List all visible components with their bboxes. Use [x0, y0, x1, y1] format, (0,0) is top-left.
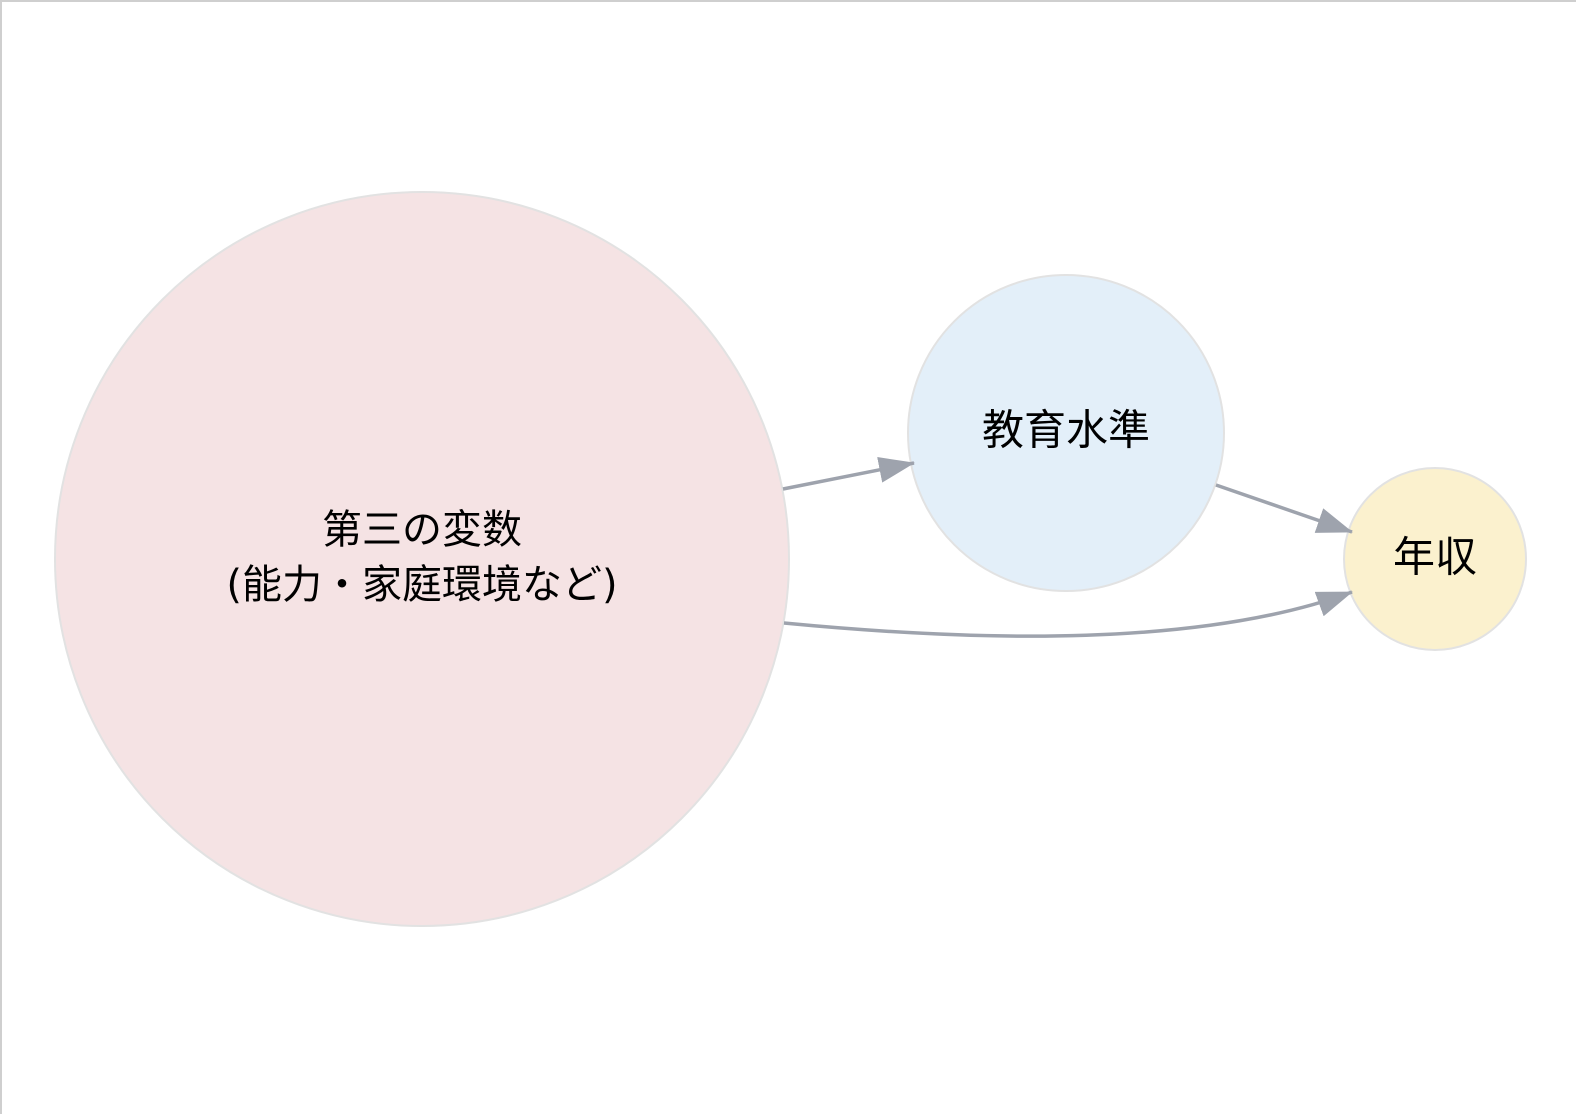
edge-confounder-to-income — [783, 590, 1353, 638]
confounder-node — [54, 191, 790, 927]
education-label: 教育水準 — [982, 406, 1150, 455]
education-node — [907, 274, 1225, 592]
income-node — [1343, 467, 1527, 651]
confounder-label-line1: 第三の変数 — [322, 507, 522, 553]
edge-education-to-income — [1215, 483, 1353, 534]
edge-confounder-to-education — [782, 457, 915, 491]
confounder-label-line2: (能力・家庭環境など) — [226, 562, 617, 608]
income-label: 年収 — [1393, 533, 1477, 582]
